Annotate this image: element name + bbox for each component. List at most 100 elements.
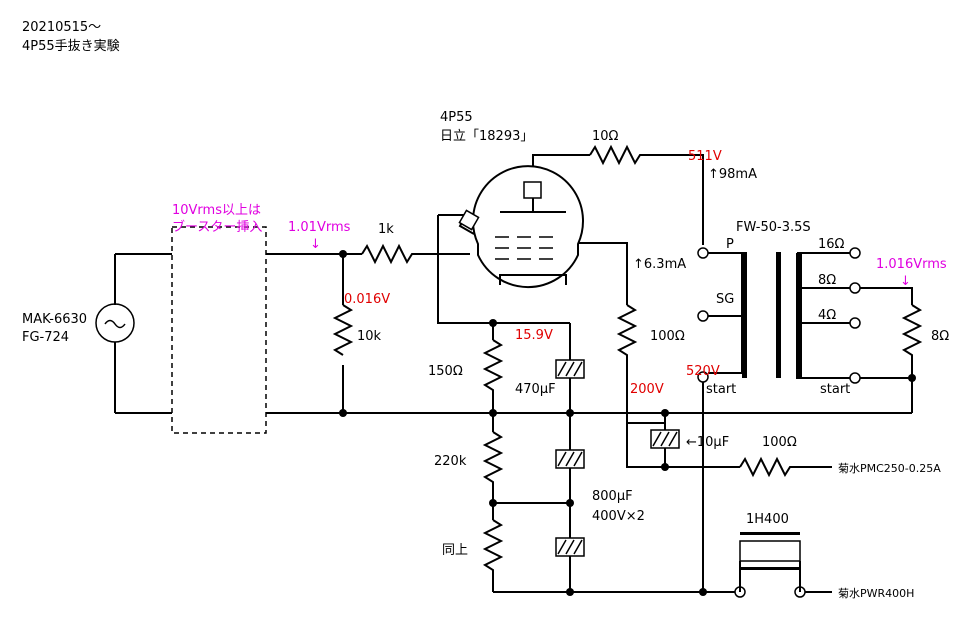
output-transformer bbox=[742, 252, 802, 378]
load-resistor-label: 8Ω bbox=[931, 329, 949, 344]
junction-dot bbox=[566, 499, 574, 507]
junction-dot bbox=[661, 463, 669, 471]
choke bbox=[739, 532, 801, 592]
bleeder-resistor-2 bbox=[482, 519, 504, 578]
screen-capacitor-label: ←10μF bbox=[686, 435, 729, 450]
transformer-sg-label: SG bbox=[716, 292, 734, 307]
terminal-sg bbox=[697, 310, 709, 322]
tube-type: 4P55 bbox=[440, 110, 473, 125]
cathode-wire bbox=[437, 215, 570, 324]
cathode-capacitor bbox=[555, 359, 585, 379]
screen-resistor-label: 100Ω bbox=[650, 329, 685, 344]
source-to-booster bbox=[115, 253, 172, 414]
junction-dot bbox=[908, 374, 916, 382]
primary-leads bbox=[708, 252, 743, 374]
grid-voltage: 0.016V bbox=[344, 292, 390, 307]
transformer-p-label: P bbox=[726, 237, 734, 252]
signal-source bbox=[95, 303, 135, 343]
transformer-tap-4: 4Ω bbox=[818, 308, 836, 323]
terminals bbox=[697, 247, 861, 598]
junction-dot bbox=[339, 250, 347, 258]
choke-label: 1H400 bbox=[746, 512, 789, 527]
screen-supply-label: 菊水PMC250-0.25A bbox=[838, 462, 941, 475]
b-plus-voltage: 520V bbox=[686, 364, 720, 379]
header-title: 4P55手抜き実験 bbox=[22, 38, 120, 54]
tube-envelope bbox=[472, 165, 584, 289]
plate-current: ↑98mA bbox=[708, 167, 757, 182]
choke-core-bottom bbox=[740, 567, 800, 570]
terminal-start-primary bbox=[697, 371, 709, 383]
transformer-start-primary: start bbox=[706, 382, 736, 397]
transformer-tap-8: 8Ω bbox=[818, 273, 836, 288]
resistors bbox=[332, 144, 923, 578]
choke-leads bbox=[739, 561, 801, 592]
junction-dot bbox=[566, 409, 574, 417]
vacuum-tube bbox=[438, 165, 584, 289]
screen-voltage: 200V bbox=[630, 382, 664, 397]
plate-voltage: 511V bbox=[688, 149, 722, 164]
junction-dot bbox=[489, 409, 497, 417]
transformer-tap-16: 16Ω bbox=[818, 237, 845, 252]
junction-dot bbox=[489, 499, 497, 507]
cathode-resistor bbox=[482, 339, 504, 398]
tube-side-pin bbox=[458, 209, 480, 231]
bleeder-2-label: 同上 bbox=[442, 543, 468, 558]
grid-leak-resistor bbox=[332, 304, 354, 356]
transformer-start-secondary: start bbox=[820, 382, 850, 397]
screen-wire bbox=[578, 242, 832, 468]
junction-dot bbox=[339, 409, 347, 417]
b-supply-label: 菊水PWR400H bbox=[838, 587, 914, 600]
tube-grids bbox=[495, 236, 553, 260]
junction-dots bbox=[339, 250, 916, 596]
booster-box bbox=[171, 226, 267, 434]
cathode-voltage: 15.9V bbox=[515, 328, 553, 343]
load-resistor bbox=[901, 304, 923, 363]
screen-capacitor bbox=[650, 429, 680, 449]
secondary-winding bbox=[797, 252, 802, 378]
terminal-p bbox=[697, 247, 709, 259]
grid-stopper-resistor bbox=[361, 243, 418, 265]
booster-label-2: ブースター挿入 bbox=[172, 219, 262, 235]
terminal-8ohm bbox=[849, 282, 861, 294]
junction-dot bbox=[566, 588, 574, 596]
booster-label-1: 10Vrms以上は bbox=[172, 203, 261, 218]
filter-capacitor-1 bbox=[555, 449, 585, 469]
terminal-start-secondary bbox=[849, 372, 861, 384]
input-arrow: ↓ bbox=[310, 237, 321, 252]
cathode-capacitor-label: 470μF bbox=[515, 382, 556, 397]
screen-feed-resistor bbox=[739, 456, 800, 478]
sine-wave-icon bbox=[104, 319, 126, 329]
output-vrms: 1.016Vrms bbox=[876, 257, 947, 272]
grid-leak-label: 10k bbox=[357, 329, 382, 344]
grid-stopper-label: 1k bbox=[378, 222, 394, 237]
cathode-resistor-label: 150Ω bbox=[428, 364, 463, 379]
tube-cathode bbox=[499, 274, 567, 285]
terminal-4ohm bbox=[849, 317, 861, 329]
input-vrms: 1.01Vrms bbox=[288, 220, 351, 235]
transformer-model: FW-50-3.5S bbox=[736, 220, 811, 235]
capacitors bbox=[555, 359, 680, 557]
junction-dot bbox=[661, 409, 669, 417]
source-label-2: FG-724 bbox=[22, 330, 69, 345]
primary-winding bbox=[742, 252, 747, 378]
bleeder-1-label: 220k bbox=[434, 454, 467, 469]
filter-capacitor-label-1: 800μF bbox=[592, 489, 633, 504]
screen-resistor bbox=[616, 304, 638, 362]
screen-feed-resistor-label: 100Ω bbox=[762, 435, 797, 450]
junction-dot bbox=[699, 588, 707, 596]
output-arrow: ↓ bbox=[900, 274, 911, 289]
header-date: 20210515～ bbox=[22, 20, 101, 35]
plate-resistor-label: 10Ω bbox=[592, 129, 619, 144]
plate-resistor bbox=[589, 144, 645, 166]
screen-current: ↑6.3mA bbox=[633, 257, 686, 272]
transformer-core bbox=[776, 252, 781, 378]
junction-dot bbox=[489, 319, 497, 327]
filter-capacitor-label-2: 400V×2 bbox=[592, 509, 645, 524]
filter-capacitor-2 bbox=[555, 537, 585, 557]
choke-body bbox=[739, 540, 801, 562]
terminal-16ohm bbox=[849, 247, 861, 259]
source-label-1: MAK-6630 bbox=[22, 312, 87, 327]
tube-maker: 日立「18293」 bbox=[440, 129, 533, 144]
